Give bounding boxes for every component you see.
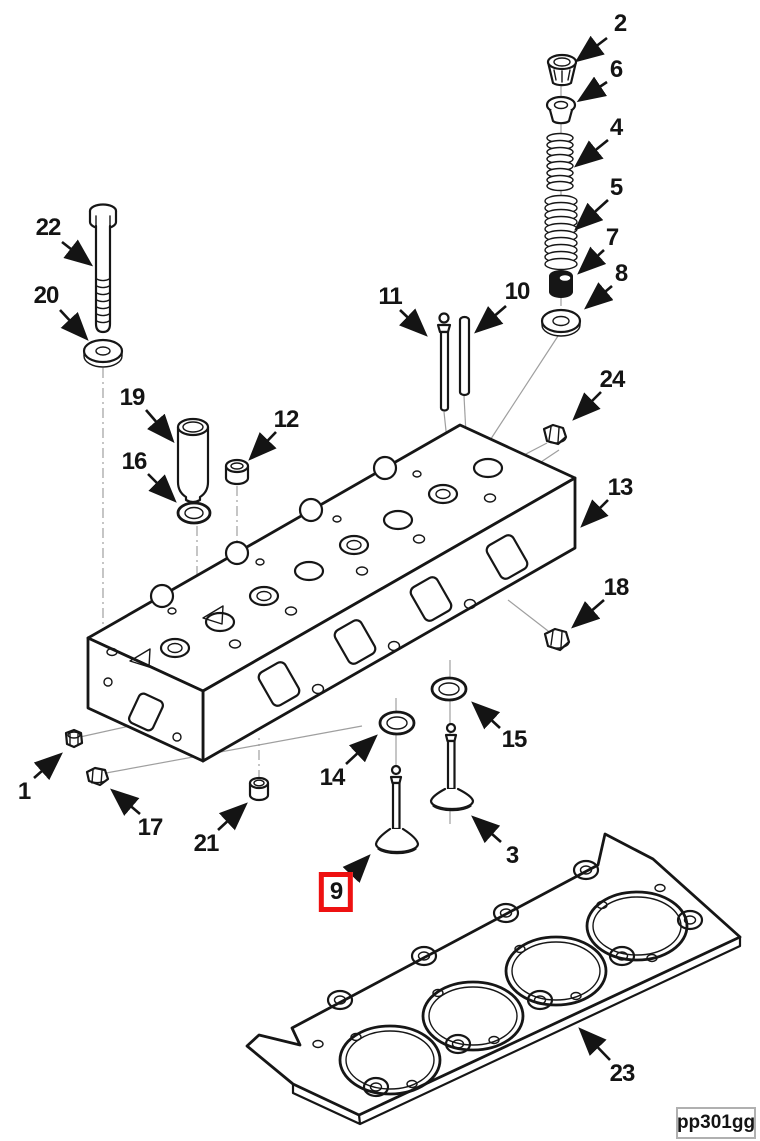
- part-valve-9: [374, 764, 420, 855]
- callout-1-hex-nut[interactable]: 1: [17, 778, 31, 805]
- callout-arrow-12: [248, 431, 277, 461]
- callout-3-valve[interactable]: 3: [505, 842, 519, 869]
- part-hex-plug-18: [543, 627, 571, 652]
- callout-arrow-3: [471, 815, 502, 844]
- part-hex-plug-24: [542, 423, 568, 446]
- callout-14-valve-seal-ring[interactable]: 14: [319, 764, 346, 791]
- callout-arrow-2: [574, 35, 608, 63]
- callout-9-valve[interactable]: 9: [318, 872, 354, 912]
- callout-arrow-11: [399, 308, 428, 337]
- callout-arrow-20: [59, 309, 89, 341]
- part-tappet-cup: [176, 417, 210, 504]
- callout-23-head-gasket[interactable]: 23: [609, 1060, 636, 1087]
- callout-arrow-1: [33, 752, 63, 781]
- part-head-gasket: [245, 832, 742, 1126]
- part-valve-seal-ring-14: [378, 710, 416, 736]
- callout-arrow-5: [574, 199, 609, 231]
- part-valve-stem-seal: [549, 270, 573, 298]
- part-hex-nut: [64, 728, 84, 749]
- part-bushing-12: [224, 458, 250, 486]
- callout-6-spring-retainer[interactable]: 6: [609, 56, 623, 83]
- callout-12-bushing[interactable]: 12: [273, 406, 300, 433]
- callout-arrow-19: [145, 409, 175, 443]
- callout-arrow-15: [471, 701, 501, 730]
- callout-arrow-18: [571, 599, 605, 629]
- part-cylinder-head: [86, 423, 577, 763]
- callout-13-cylinder-head[interactable]: 13: [607, 474, 634, 501]
- callout-arrow-9: [342, 854, 371, 884]
- part-valve-3: [429, 722, 475, 812]
- part-hex-bolt-17: [85, 766, 110, 787]
- callout-21-bushing[interactable]: 21: [193, 830, 220, 857]
- part-inner-valve-spring: [546, 132, 574, 192]
- part-seal-ring-16: [176, 501, 212, 525]
- part-flat-washer: [82, 338, 124, 368]
- callout-8-spring-seat-washer[interactable]: 8: [614, 260, 628, 287]
- callout-arrow-14: [345, 734, 378, 765]
- part-push-rod-11: [436, 312, 452, 412]
- callout-11-push-rod[interactable]: 11: [378, 283, 402, 310]
- callout-arrow-8: [584, 282, 614, 310]
- part-spring-retainer: [545, 95, 577, 125]
- part-spring-seat-washer: [540, 308, 582, 337]
- callout-16-seal-ring[interactable]: 16: [121, 448, 148, 475]
- callout-arrow-10: [474, 305, 507, 334]
- callout-15-valve-seal-ring[interactable]: 15: [501, 726, 528, 753]
- callout-20-flat-washer[interactable]: 20: [33, 282, 60, 309]
- figure-code-label: pp301gg: [676, 1107, 756, 1139]
- callout-24-hex-plug[interactable]: 24: [599, 366, 626, 393]
- callout-arrow-4: [573, 138, 609, 168]
- part-valve-collet: [546, 53, 578, 87]
- callout-4-inner-valve-spring[interactable]: 4: [609, 114, 623, 141]
- callout-17-hex-bolt[interactable]: 17: [137, 814, 164, 841]
- callout-arrow-7: [577, 246, 607, 275]
- callout-arrow-13: [580, 499, 609, 528]
- part-bushing-21: [248, 776, 270, 802]
- callout-2-valve-collet[interactable]: 2: [613, 10, 627, 37]
- callout-arrows: [33, 35, 614, 1061]
- callout-arrow-6: [576, 76, 608, 103]
- callout-19-tappet-cup[interactable]: 19: [119, 384, 146, 411]
- part-valve-seal-ring-15: [430, 676, 468, 702]
- callout-arrow-23: [578, 1027, 611, 1061]
- part-long-hex-bolt: [88, 203, 118, 334]
- callout-18-hex-plug[interactable]: 18: [603, 574, 630, 601]
- callout-arrow-22: [61, 239, 94, 267]
- callout-arrow-17: [110, 788, 141, 816]
- callout-arrow-21: [217, 802, 248, 831]
- callout-arrow-24: [572, 391, 602, 421]
- callout-10-push-rod[interactable]: 10: [504, 278, 531, 305]
- callout-7-valve-stem-seal[interactable]: 7: [605, 224, 619, 251]
- callout-5-outer-valve-spring[interactable]: 5: [609, 174, 623, 201]
- part-push-rod-10: [458, 315, 471, 397]
- callout-22-long-hex-bolt[interactable]: 22: [35, 214, 62, 241]
- part-outer-valve-spring: [544, 194, 578, 271]
- callout-arrow-16: [147, 473, 177, 503]
